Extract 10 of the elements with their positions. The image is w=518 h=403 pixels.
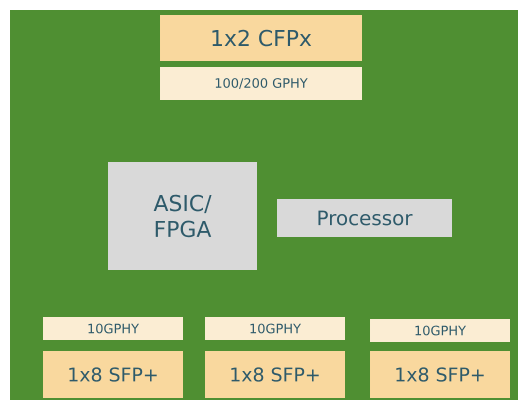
phy-box: 10GPHY xyxy=(370,319,510,342)
module-box: 1x2 CFPx xyxy=(160,15,362,61)
phy-box: 10GPHY xyxy=(205,317,345,340)
phy-box: 100/200 GPHY xyxy=(160,67,362,100)
phy-box: 10GPHY xyxy=(43,317,183,340)
module-box: 1x8 SFP+ xyxy=(370,351,510,398)
module-box: 1x8 SFP+ xyxy=(43,351,183,398)
chip-box: ASIC/ FPGA xyxy=(108,162,257,270)
module-box: 1x8 SFP+ xyxy=(205,351,345,398)
processor-box: Processor xyxy=(277,199,452,237)
